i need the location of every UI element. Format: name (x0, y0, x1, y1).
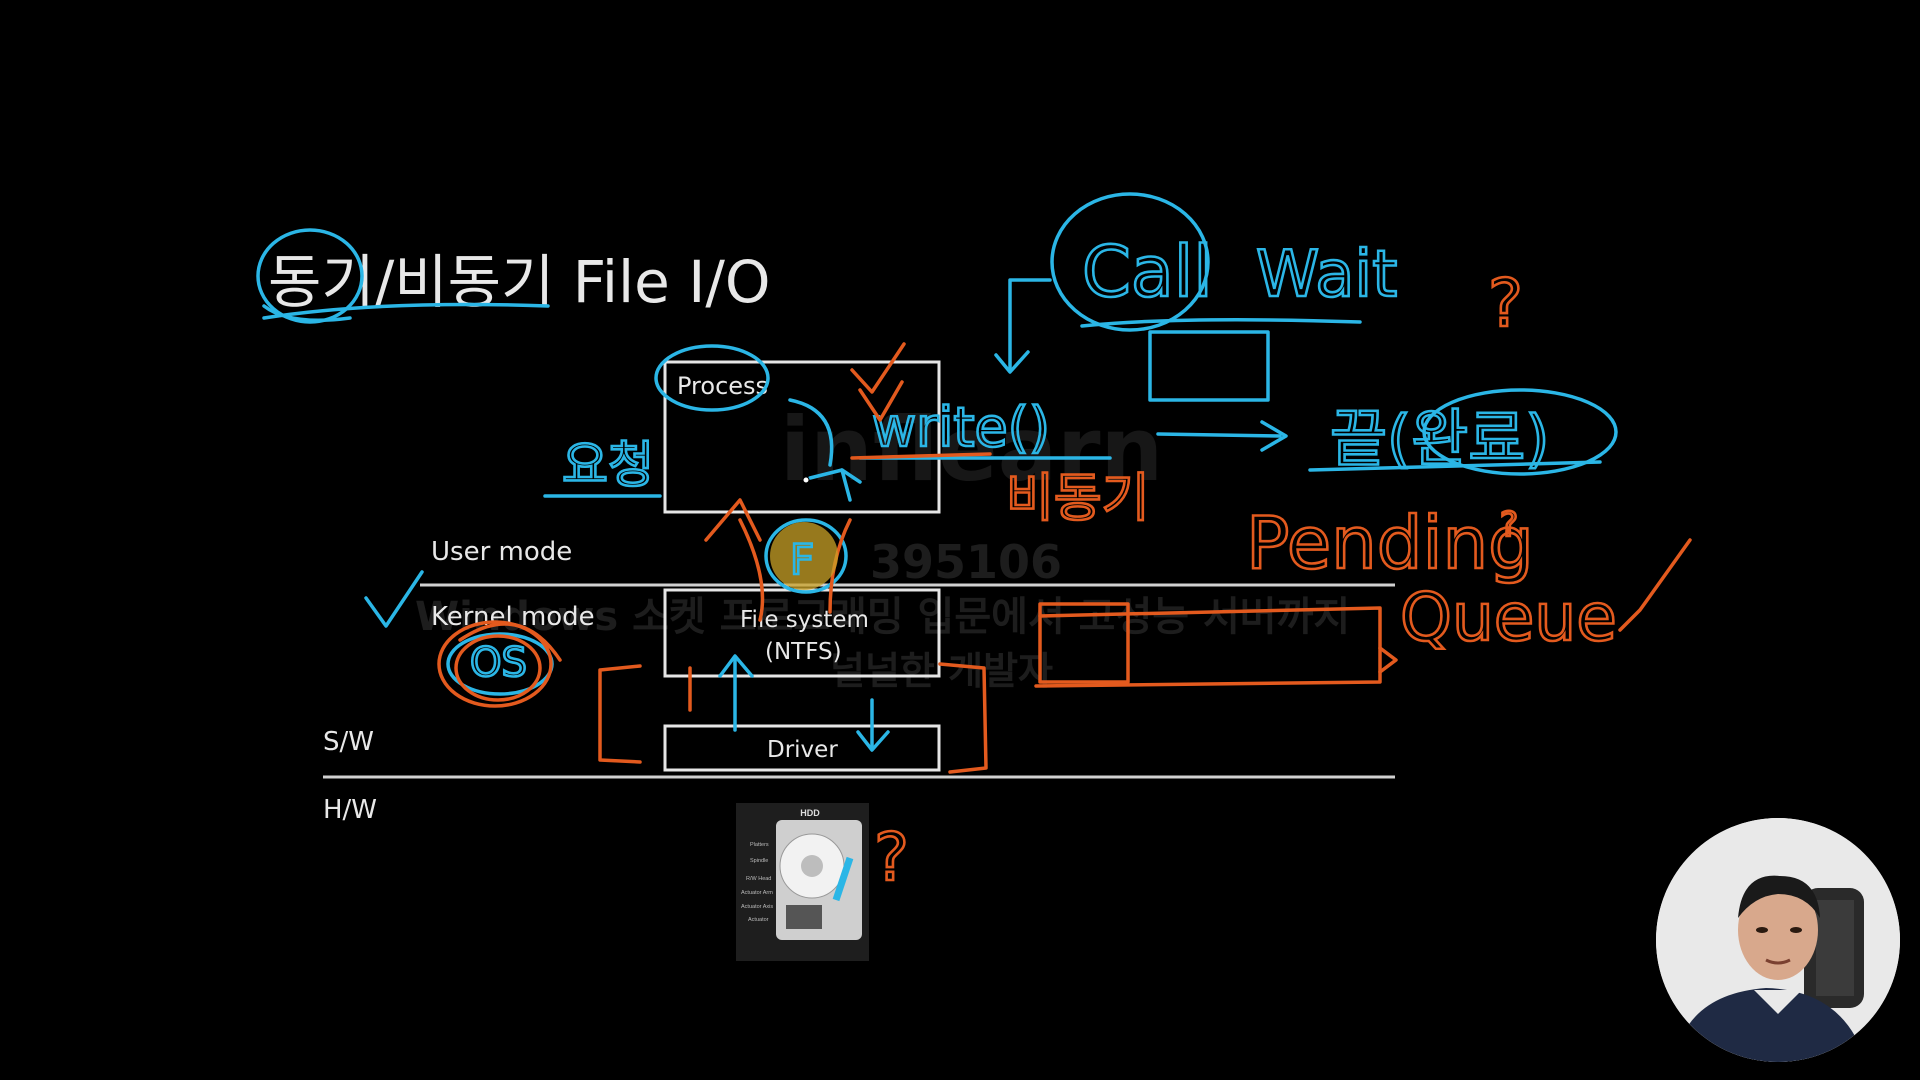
watermark-author: 널널한 개발자 (830, 649, 1053, 693)
request-note: 요청 (562, 436, 654, 494)
hdd-part-3: R/W Head (746, 876, 771, 882)
f-note: F (790, 535, 814, 584)
process-box (663, 360, 941, 514)
driver-box (663, 724, 941, 772)
watermark-brand: inflearn (780, 398, 1163, 501)
presenter-icon (1656, 818, 1900, 1062)
pending-question: ? (1500, 505, 1518, 545)
async-note: 비동기 (1006, 469, 1150, 529)
hdd-part-4: Actuator Arm (741, 890, 773, 896)
hdd-part-2: Spindle (750, 858, 768, 864)
hdd-image: HDD Platters Spindle R/W Head Actuator A… (736, 803, 869, 961)
file-system-box (663, 588, 941, 678)
watermark: inflearn 395106 Windows 소켓 프로그래밍 입문에서 고성… (415, 398, 1350, 693)
pending-note: Pending (1246, 501, 1534, 585)
queue-note: Queue (1400, 579, 1617, 656)
hdd-part-1: Platters (750, 842, 769, 848)
hdd-part-6: Actuator (748, 917, 769, 923)
watermark-course: Windows 소켓 프로그래밍 입문에서 고성능 서버까지 (415, 594, 1350, 640)
hdd-part-5: Actuator Axis (741, 904, 773, 910)
orange-annotations: 비동기 Pending ? Queue ? ? (437, 264, 1692, 897)
driver-label: Driver (767, 737, 838, 763)
hdd-title: HDD (800, 808, 820, 818)
question-top: ? (1488, 265, 1523, 342)
cursor-dot (802, 476, 810, 484)
os-note-blue: OS (470, 640, 527, 686)
user-mode-label: User mode (431, 537, 572, 567)
process-label: Process (677, 372, 768, 400)
laser-pointer (770, 522, 838, 590)
presenter-webcam (1656, 818, 1900, 1062)
question-hdd: ? (874, 819, 909, 896)
watermark-id: 395106 (870, 535, 1062, 589)
kernel-mode-label: Kernel mode (431, 602, 595, 632)
blue-annotations: 요청 write() Call Wait 끝(완료) OS (256, 192, 1618, 752)
hw-label: H/W (323, 795, 377, 825)
wait-note: Wait (1256, 238, 1397, 312)
write-note: write() (872, 396, 1050, 459)
call-note: Call (1082, 231, 1213, 313)
sw-label: S/W (323, 727, 374, 757)
file-system-sublabel: (NTFS) (765, 639, 842, 665)
